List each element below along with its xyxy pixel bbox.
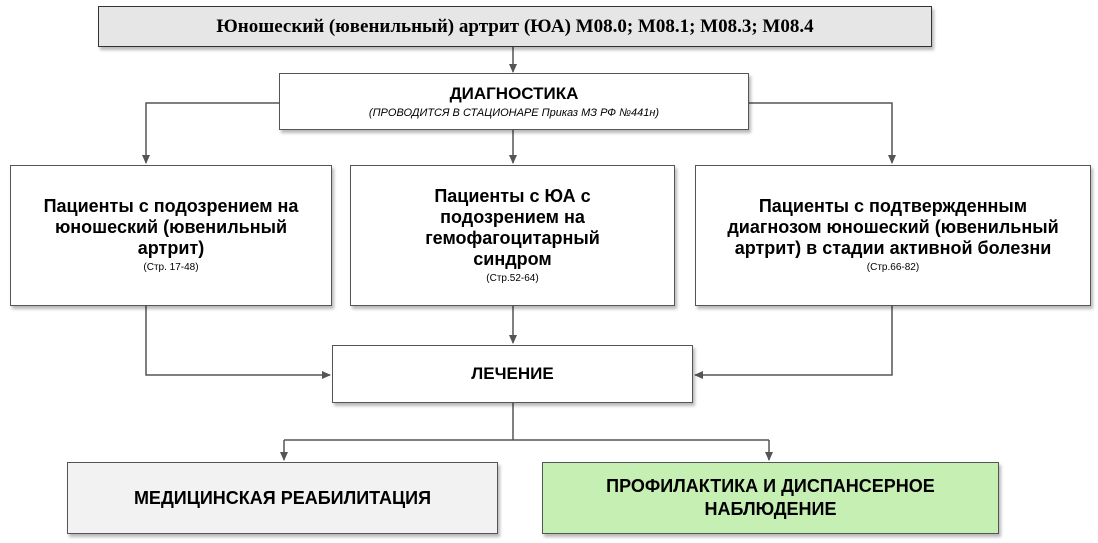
diagram-title: Юношеский (ювенильный) артрит (ЮА) М08.0…: [216, 15, 814, 37]
arrow-diagnostics-to-group-1: [142, 102, 279, 164]
patient-group-confirmed-box: Пациенты с подтвержденным диагнозом юнош…: [695, 165, 1091, 306]
patient-group-suspected-pages: (Стр. 17-48): [143, 262, 199, 273]
patient-group-suspected-box: Пациенты с подозрением на юношеский (юве…: [10, 165, 332, 306]
patient-group-hemophagocytic-pages: (Стр.52-64): [486, 272, 539, 284]
prevention-label: ПРОФИЛАКТИКА И ДИСПАНСЕРНОЕ НАБЛЮДЕНИЕ: [606, 476, 935, 519]
patient-group-confirmed-label: Пациенты с подтвержденным диагнозом юнош…: [727, 196, 1059, 258]
rehabilitation-box: МЕДИЦИНСКАЯ РЕАБИЛИТАЦИЯ: [67, 462, 498, 534]
arrow-diagnostics-to-group-3: [749, 102, 896, 164]
diagnostics-box: ДИАГНОСТИКА (ПРОВОДИТСЯ В СТАЦИОНАРЕ При…: [279, 73, 749, 130]
arrow-group-1-to-treatment: [145, 306, 331, 379]
patient-group-hemophagocytic-label: Пациенты с ЮА с подозрением на гемофагоц…: [425, 185, 600, 269]
prevention-box: ПРОФИЛАКТИКА И ДИСПАНСЕРНОЕ НАБЛЮДЕНИЕ: [542, 462, 999, 534]
diagnostics-title: ДИАГНОСТИКА: [449, 83, 579, 103]
patient-group-confirmed-pages: (Стр.66-82): [866, 262, 920, 273]
diagnostics-subtitle: (ПРОВОДИТСЯ В СТАЦИОНАРЕ Приказ МЗ РФ №4…: [368, 106, 660, 119]
treatment-label: ЛЕЧЕНИЕ: [471, 364, 554, 383]
title-box: Юношеский (ювенильный) артрит (ЮА) М08.0…: [98, 6, 932, 47]
treatment-box: ЛЕЧЕНИЕ: [332, 345, 693, 403]
patient-group-hemophagocytic-box: Пациенты с ЮА с подозрением на гемофагоц…: [350, 165, 675, 306]
arrow-group-3-to-treatment: [694, 306, 893, 379]
patient-group-suspected-label: Пациенты с подозрением на юношеский (юве…: [43, 196, 299, 258]
rehabilitation-label: МЕДИЦИНСКАЯ РЕАБИЛИТАЦИЯ: [133, 487, 432, 508]
